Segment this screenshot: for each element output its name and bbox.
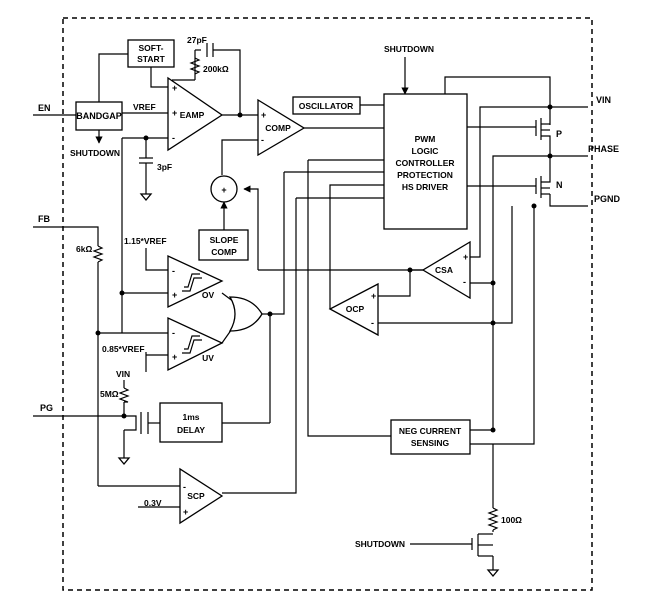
comp-minus: -	[261, 135, 264, 145]
oscillator-label: OSCILLATOR	[299, 101, 353, 111]
ref-085: 0.85*VREF	[102, 344, 145, 354]
en-pin-label: EN	[38, 103, 51, 113]
eamp-minus: -	[172, 133, 175, 143]
n-channel-fet: N	[535, 172, 563, 198]
pwm-label-2: LOGIC	[412, 146, 439, 156]
cap-3pf-label: 3pF	[157, 162, 172, 172]
pwm-label-5: HS DRIVER	[402, 182, 448, 192]
p-fet-label: P	[556, 129, 562, 139]
res-100-label: 100Ω	[501, 515, 522, 525]
ref-115-label: 1.15*VREF	[124, 236, 167, 246]
uv-minus: -	[172, 328, 175, 338]
cap-27pf: 27pF	[187, 35, 214, 57]
neg-current-label-2: SENSING	[411, 438, 450, 448]
ov-label: OV	[202, 290, 215, 300]
comp-label: COMP	[265, 123, 291, 133]
uv-plus: +	[172, 352, 177, 362]
pgnd-pin-label: PGND	[594, 194, 621, 204]
summing-node-plus: +	[221, 185, 226, 195]
comp-comparator: COMP + -	[257, 98, 306, 157]
soft-start-label-2: START	[137, 54, 166, 64]
ocp-minus: -	[371, 318, 374, 328]
chip-boundary	[62, 17, 593, 591]
csa-label: CSA	[435, 265, 453, 275]
csa-plus: +	[463, 252, 468, 262]
wires	[33, 49, 588, 570]
ref-115: 1.15*VREF	[124, 236, 167, 246]
shutdown-top-label: SHUTDOWN	[384, 44, 434, 54]
vin-pin-label: VIN	[596, 95, 611, 105]
phase-pin-label: PHASE	[588, 144, 619, 154]
delay-label-1: 1ms	[182, 412, 199, 422]
slope-comp-block: SLOPE COMP	[198, 229, 249, 261]
pwm-logic-block: PWM LOGIC CONTROLLER PROTECTION HS DRIVE…	[383, 93, 468, 230]
ov-plus: +	[172, 290, 177, 300]
eamp-plus-2: +	[172, 108, 177, 118]
slope-comp-label-1: SLOPE	[210, 235, 239, 245]
scp-plus: +	[183, 507, 188, 517]
shutdown-bottom-label: SHUTDOWN	[355, 539, 405, 549]
slope-comp-label-2: COMP	[211, 247, 237, 257]
soft-start-block: SOFT- START	[127, 39, 175, 68]
shutdown-nmos	[471, 533, 500, 578]
eamp-plus-1: +	[172, 83, 177, 93]
res-5m-label: 5MΩ	[100, 389, 119, 399]
ocp-label: OCP	[346, 304, 365, 314]
junction-dots	[95, 104, 553, 433]
pwm-label-1: PWM	[415, 134, 436, 144]
or-gate	[228, 296, 270, 332]
scp-comparator: SCP - +	[179, 467, 224, 525]
bandgap-label: BANDGAP	[76, 111, 122, 121]
n-fet-label: N	[556, 180, 563, 190]
vin-pullup-label: VIN	[116, 369, 130, 379]
soft-start-label-1: SOFT-	[138, 43, 163, 53]
delay-label-2: DELAY	[177, 425, 205, 435]
res-200k: 200kΩ	[189, 57, 229, 75]
pg-nmos	[117, 412, 149, 466]
pg-pin-label: PG	[40, 403, 53, 413]
neg-current-block: NEG CURRENT SENSING	[390, 419, 471, 455]
eamp-label: EAMP	[180, 110, 205, 120]
neg-current-label-1: NEG CURRENT	[399, 426, 462, 436]
ocp-plus: +	[371, 291, 376, 301]
pin-labels: EN VREF SHUTDOWN SHUTDOWN VIN PHASE PGND…	[38, 44, 621, 549]
comp-plus: +	[261, 110, 266, 120]
res-6k-label: 6kΩ	[76, 244, 92, 254]
fb-pin-label: FB	[38, 214, 50, 224]
ref-085-label: 0.85*VREF	[102, 344, 145, 354]
res-5m: VIN 5MΩ	[100, 369, 130, 403]
csa-amplifier: CSA + -	[421, 240, 471, 300]
res-200k-label: 200kΩ	[203, 64, 229, 74]
res-6k: 6kΩ	[76, 244, 104, 263]
csa-minus: -	[463, 277, 466, 287]
summing-node: +	[210, 175, 238, 203]
vref-label: VREF	[133, 102, 156, 112]
bandgap-block: BANDGAP	[75, 101, 123, 131]
p-channel-fet: P	[535, 118, 562, 147]
uv-comparator: UV - +	[167, 316, 224, 372]
ov-comparator: OV - +	[167, 254, 224, 309]
oscillator-block: OSCILLATOR	[292, 96, 361, 115]
pwm-label-3: CONTROLLER	[395, 158, 454, 168]
eamp-amplifier: EAMP + + -	[167, 76, 224, 152]
uv-label: UV	[202, 353, 214, 363]
pwm-label-4: PROTECTION	[397, 170, 453, 180]
shutdown-left-label: SHUTDOWN	[70, 148, 120, 158]
res-100: 100Ω	[487, 507, 522, 531]
v03-label: 0.3V	[144, 498, 162, 508]
cap-27pf-label: 27pF	[187, 35, 207, 45]
scp-label: SCP	[187, 491, 205, 501]
scp-minus: -	[183, 482, 186, 492]
ov-minus: -	[172, 266, 175, 276]
cap-3pf: 3pF	[139, 157, 172, 202]
delay-block: 1ms DELAY	[159, 402, 223, 443]
ocp-comparator: OCP + -	[328, 282, 379, 337]
